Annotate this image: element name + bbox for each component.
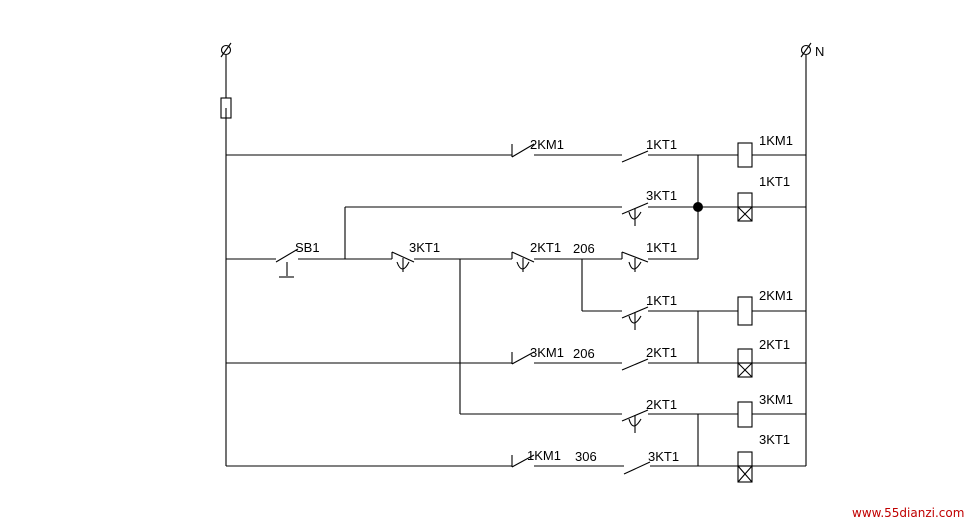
- contact-2km1-nc: [511, 143, 535, 158]
- coil-label-2km1: 2KM1: [759, 288, 793, 303]
- contact-1kt1-timed-r3: [621, 251, 649, 272]
- contact-2kt1-no: [621, 358, 649, 371]
- coil-label-3kt1: 3KT1: [759, 432, 790, 447]
- contact-1km1-nc: [511, 454, 535, 468]
- label-2kt1-r5: 2KT1: [646, 345, 677, 360]
- label-1kt1-r3: 1KT1: [646, 240, 677, 255]
- right-terminal: [800, 42, 812, 58]
- coil-1km1: [737, 142, 753, 168]
- coil-label-1km1: 1KM1: [759, 133, 793, 148]
- coil-label-3km1: 3KM1: [759, 392, 793, 407]
- left-terminal: [220, 42, 232, 58]
- coil-2kt1: [737, 348, 753, 378]
- contact-3kt1-timed: [621, 202, 649, 226]
- label-3kt1-r3: 3KT1: [409, 240, 440, 255]
- label-3kt1-r2: 3KT1: [646, 188, 677, 203]
- label-sb1: SB1: [295, 240, 320, 255]
- junction-dot: [693, 202, 703, 212]
- coil-3km1: [737, 401, 753, 428]
- label-2kt1-r3: 2KT1: [530, 240, 561, 255]
- rung-1: 2KM1 1KT1 1KM1: [226, 133, 806, 168]
- coil-3kt1: [737, 451, 753, 483]
- contact-2kt1-timed-r6: [621, 409, 649, 433]
- node-label-206-a: 206: [573, 241, 595, 256]
- fuse: [220, 55, 232, 119]
- label-3km1: 3KM1: [530, 345, 564, 360]
- contact-1kt1-no: [621, 150, 649, 163]
- node-label-306: 306: [575, 449, 597, 464]
- node-label-206-b: 206: [573, 346, 595, 361]
- neutral-label: N: [815, 44, 824, 59]
- pushbutton-sb1: [275, 248, 299, 278]
- rung-5: 3KM1 206 2KT1 2KT1: [226, 337, 806, 378]
- rung-2: 3KT1 1KT1: [345, 174, 806, 226]
- label-1km1: 1KM1: [527, 448, 561, 463]
- rung-7: 1KM1 306 3KT1 3KT1: [226, 432, 806, 483]
- coil-2km1: [737, 296, 753, 326]
- rung-6: 2KT1 3KM1: [459, 259, 806, 466]
- contact-3kt1-no: [623, 461, 651, 475]
- contact-3kt1-timed-r3: [391, 251, 415, 272]
- rung-4: 1KT1 2KM1: [581, 259, 806, 363]
- rung-3: SB1 3KT1 2KT1 206 1KT1: [226, 207, 698, 278]
- coil-label-1kt1: 1KT1: [759, 174, 790, 189]
- watermark: www.55dianzi.com: [852, 506, 964, 520]
- contact-3km1-nc: [511, 351, 535, 365]
- label-1kt1-r4: 1KT1: [646, 293, 677, 308]
- label-1kt1-r1: 1KT1: [646, 137, 677, 152]
- contact-1kt1-timed-r4: [621, 306, 649, 330]
- contact-2kt1-timed-r3: [511, 251, 535, 272]
- coil-1kt1: [737, 192, 753, 222]
- label-2kt1-r6: 2KT1: [646, 397, 677, 412]
- coil-label-2kt1: 2KT1: [759, 337, 790, 352]
- label-2km1: 2KM1: [530, 137, 564, 152]
- label-3kt1-r7: 3KT1: [648, 449, 679, 464]
